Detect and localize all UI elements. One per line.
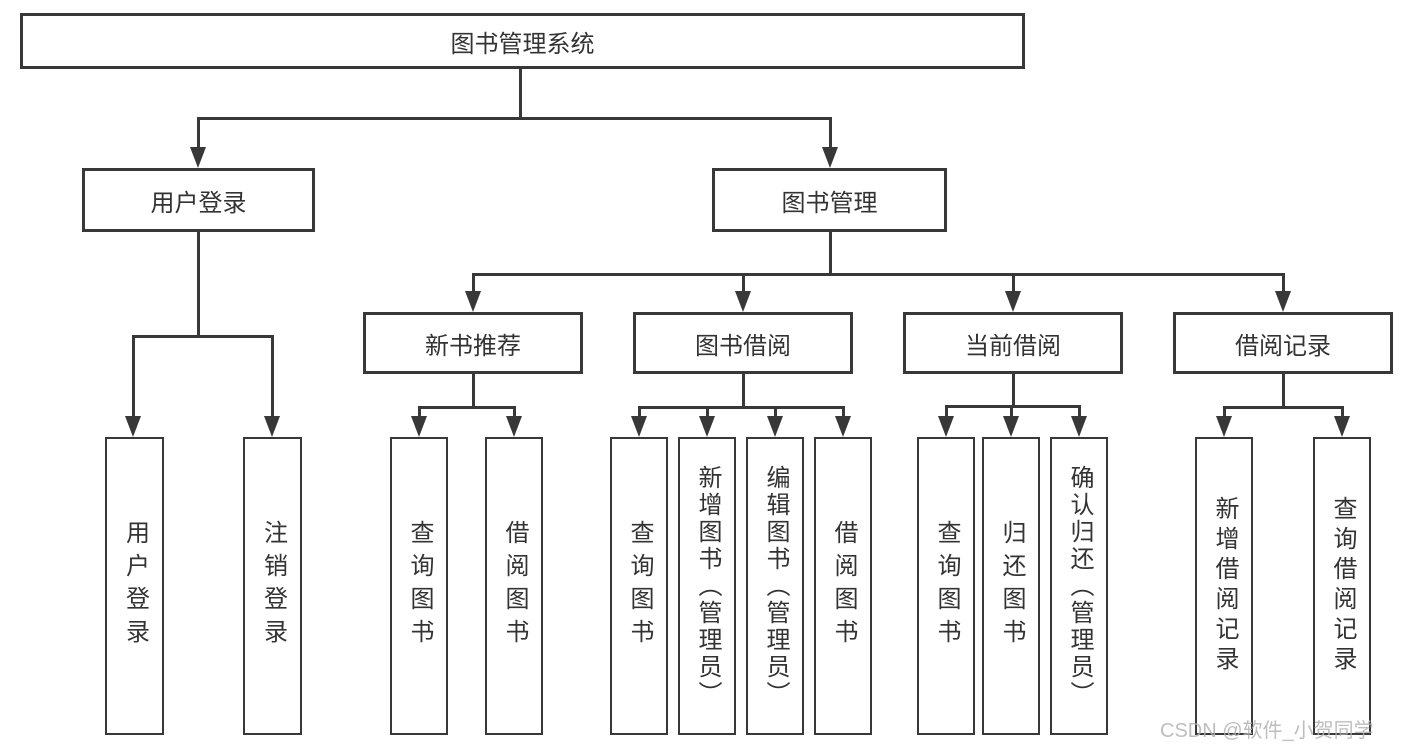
node-book-borrow: 图书借阅: [633, 312, 853, 374]
connector-line: [132, 335, 274, 338]
connector-line: [1341, 406, 1344, 417]
connector-line: [829, 232, 832, 273]
connector-line: [742, 374, 745, 406]
connector-line: [638, 406, 845, 409]
leaf-borrow-query-books-label: 查询图书: [626, 520, 653, 652]
arrow-down-icon: [190, 147, 206, 168]
leaf-borrow-borrow-books: 借阅图书: [814, 437, 872, 735]
leaf-borrow-add-books-admin: 新增图书（管理员）: [678, 437, 736, 735]
node-new-book-recommend-label: 新书推荐: [425, 332, 521, 360]
leaf-current-query-books: 查询图书: [917, 437, 975, 735]
connector-line: [418, 406, 516, 409]
connector-line: [774, 406, 777, 417]
arrow-down-icon: [1071, 416, 1087, 437]
leaf-user-login: 用户登录: [105, 437, 164, 735]
leaf-logout: 注销登录: [243, 437, 302, 735]
node-book-management: 图书管理: [712, 168, 947, 232]
arrow-down-icon: [1334, 416, 1350, 437]
connector-line: [1223, 406, 1226, 417]
leaf-current-confirm-return-admin-label: 确认归还（管理员）: [1066, 464, 1093, 708]
connector-line: [472, 273, 475, 292]
connector-line: [706, 406, 709, 417]
leaf-borrow-borrow-books-label: 借阅图书: [830, 520, 857, 652]
leaf-recommend-query-books-label: 查询图书: [406, 520, 433, 652]
leaf-logout-label: 注销登录: [259, 520, 287, 652]
node-new-book-recommend: 新书推荐: [363, 312, 583, 374]
leaf-recommend-borrow-books: 借阅图书: [485, 437, 543, 735]
connector-line: [1282, 273, 1285, 292]
node-current-borrow-label: 当前借阅: [965, 332, 1061, 360]
connector-line: [829, 117, 832, 148]
connector-line: [519, 69, 522, 117]
connector-line: [418, 406, 421, 417]
connector-line: [197, 232, 200, 335]
node-current-borrow: 当前借阅: [903, 312, 1123, 374]
connector-line: [1078, 405, 1081, 417]
node-book-management-label: 图书管理: [781, 189, 878, 217]
leaf-current-query-books-label: 查询图书: [933, 520, 960, 652]
arrow-down-icon: [125, 416, 141, 437]
node-borrow-records-label: 借阅记录: [1235, 332, 1331, 360]
arrow-down-icon: [1005, 291, 1021, 312]
leaf-recommend-query-books: 查询图书: [390, 437, 448, 735]
connector-line: [472, 273, 1285, 276]
csdn-watermark: CSDN @软件_小贺同学: [1160, 720, 1374, 742]
arrow-down-icon: [465, 291, 481, 312]
connector-line: [1010, 405, 1013, 417]
connector-line: [842, 406, 845, 417]
node-user-login-label: 用户登录: [150, 189, 247, 217]
arrow-down-icon: [631, 416, 647, 437]
node-book-borrow-label: 图书借阅: [695, 332, 791, 360]
connector-line: [197, 117, 200, 148]
leaf-current-return-books: 归还图书: [982, 437, 1040, 735]
connector-line: [197, 117, 832, 120]
node-root-label: 图书管理系统: [450, 30, 595, 58]
arrow-down-icon: [822, 147, 838, 168]
arrow-down-icon: [699, 416, 715, 437]
connector-line: [472, 374, 475, 406]
connector-line: [1012, 374, 1015, 405]
arrow-down-icon: [735, 291, 751, 312]
node-borrow-records: 借阅记录: [1173, 312, 1393, 374]
arrow-down-icon: [411, 416, 427, 437]
leaf-borrow-query-books: 查询图书: [610, 437, 668, 735]
leaf-records-query-record-label: 查询借阅记录: [1329, 496, 1356, 676]
arrow-down-icon: [506, 416, 522, 437]
arrow-down-icon: [1216, 416, 1232, 437]
arrow-down-icon: [835, 416, 851, 437]
connector-line: [638, 406, 641, 417]
node-root: 图书管理系统: [20, 13, 1025, 69]
connector-line: [513, 406, 516, 417]
connector-line: [945, 405, 1081, 408]
connector-line: [132, 335, 135, 417]
connector-line: [271, 335, 274, 417]
leaf-borrow-edit-books-admin: 编辑图书（管理员）: [746, 437, 804, 735]
connector-line: [945, 405, 948, 417]
arrow-down-icon: [938, 416, 954, 437]
arrow-down-icon: [1275, 291, 1291, 312]
node-user-login: 用户登录: [82, 168, 315, 232]
leaf-current-confirm-return-admin: 确认归还（管理员）: [1050, 437, 1108, 735]
leaf-records-add-record: 新增借阅记录: [1195, 437, 1253, 735]
leaf-borrow-edit-books-admin-label: 编辑图书（管理员）: [762, 464, 789, 708]
arrow-down-icon: [1003, 416, 1019, 437]
connector-line: [742, 273, 745, 292]
connector-line: [1012, 273, 1015, 292]
connector-line: [1282, 374, 1285, 406]
leaf-recommend-borrow-books-label: 借阅图书: [501, 520, 528, 652]
leaf-current-return-books-label: 归还图书: [998, 520, 1025, 652]
leaf-borrow-add-books-admin-label: 新增图书（管理员）: [694, 464, 721, 708]
leaf-records-add-record-label: 新增借阅记录: [1211, 496, 1238, 676]
leaf-user-login-label: 用户登录: [121, 520, 149, 652]
arrow-down-icon: [767, 416, 783, 437]
connector-line: [1223, 406, 1344, 409]
arrow-down-icon: [264, 416, 280, 437]
leaf-records-query-record: 查询借阅记录: [1313, 437, 1371, 735]
